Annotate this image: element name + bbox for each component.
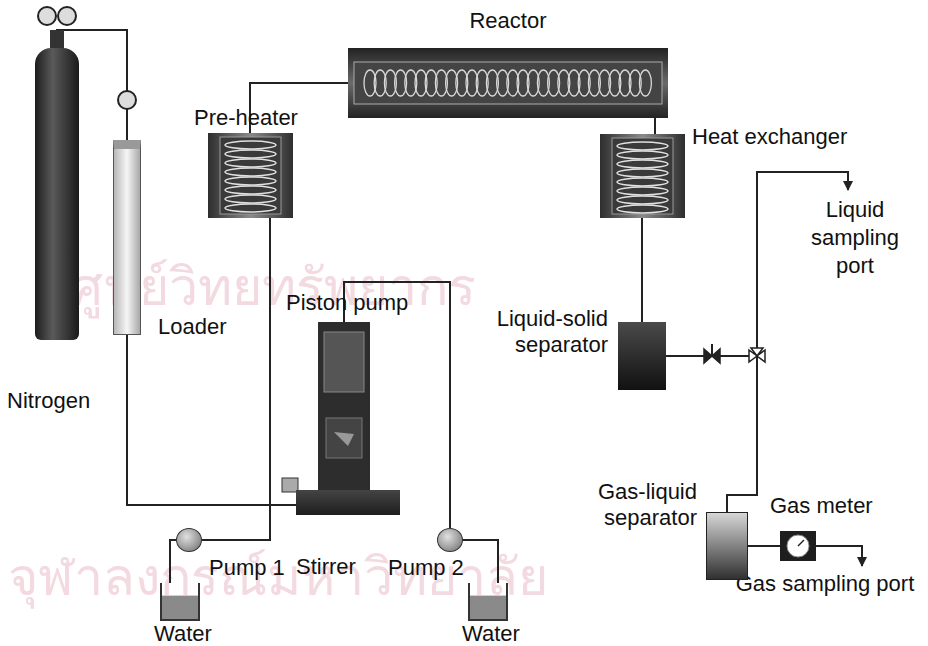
stirrer-base: Stirrer — [296, 490, 400, 515]
water-level — [162, 596, 198, 619]
equipment-label: Loader — [158, 314, 227, 340]
water-level — [470, 596, 506, 619]
coil-drawing — [348, 48, 668, 118]
gauge-stem — [126, 108, 128, 140]
equipment-label: Heat exchanger — [692, 124, 847, 150]
coil-drawing — [208, 133, 293, 218]
reactor-unit: Reactor — [348, 48, 668, 118]
pressure-gauge — [58, 7, 76, 25]
coil-turn — [617, 169, 668, 177]
inner-frame — [220, 137, 281, 214]
coil-turn — [617, 187, 668, 195]
coil-turn — [225, 186, 276, 194]
coil-turn — [225, 141, 276, 149]
equipment-label: Water — [154, 621, 212, 646]
inner-frame — [354, 62, 662, 104]
pipe-line — [463, 540, 498, 583]
pressure-gauge — [38, 7, 56, 25]
equipment-label: Pump 2 — [388, 555, 464, 581]
water-beaker: Water — [468, 583, 508, 621]
equipment-label: Piston pump — [286, 290, 408, 316]
port-label: Gas sampling port — [735, 570, 915, 598]
coil-turn — [617, 196, 668, 204]
separator-vessel: Liquid-solid separator — [618, 322, 666, 390]
water-fill — [162, 583, 198, 619]
valve-stem — [711, 344, 713, 356]
equipment-label: Gas-liquid separator — [567, 479, 697, 531]
heat-exchanger: Heat exchanger — [600, 134, 685, 218]
pump-display — [334, 432, 354, 446]
equipment-label: Reactor — [348, 8, 668, 34]
piston-pump: Piston pump — [318, 322, 370, 490]
meter-dial — [780, 531, 816, 561]
coil-turn — [617, 160, 668, 168]
pipe-line — [748, 545, 780, 547]
equipment-label: Water — [462, 621, 520, 646]
equipment-label: Pump 1 — [209, 555, 285, 581]
equipment-label: Pre-heater — [194, 105, 298, 131]
coil-turn — [617, 151, 668, 159]
pump-panel — [324, 332, 364, 392]
pump-symbol: Pump 2 — [437, 528, 463, 552]
coil-turn — [617, 178, 668, 186]
loader-tube: Loader — [113, 140, 141, 335]
pipe-line — [170, 540, 176, 583]
coil-turn — [639, 70, 651, 96]
port-label: Liquid sampling port — [805, 196, 905, 280]
preheater-unit: Pre-heater — [208, 133, 293, 218]
dial-face — [787, 535, 809, 557]
coil-turn — [225, 150, 276, 158]
pipe-line — [641, 218, 643, 322]
coil-turn — [225, 159, 276, 167]
coil-turn — [617, 142, 668, 150]
water-fill — [470, 583, 506, 619]
gas-cylinder: Nitrogen — [35, 48, 79, 340]
water-beaker: Water — [160, 583, 200, 621]
sampling-line — [816, 546, 862, 566]
regulator-body — [50, 30, 64, 48]
pump-symbol: Pump 1 — [176, 528, 202, 552]
gas-meter: Gas meter — [780, 531, 816, 561]
pipe-line — [202, 218, 270, 540]
coil-turn — [225, 177, 276, 185]
separator-vessel: Gas-liquid separator — [706, 512, 748, 580]
pump-panel — [326, 418, 362, 458]
three-way-valve — [749, 348, 765, 362]
coil-turn — [225, 204, 276, 212]
dial-needle — [798, 540, 804, 546]
coil-turn — [225, 168, 276, 176]
pressure-gauge — [118, 91, 136, 109]
equipment-label: Gas meter — [770, 493, 873, 519]
equipment-label: Nitrogen — [7, 388, 90, 414]
pump-panels — [318, 322, 370, 490]
equipment-label: Stirrer — [296, 554, 356, 580]
coil-drawing — [600, 134, 685, 218]
coil-turn — [617, 205, 668, 213]
inner-frame — [612, 138, 673, 214]
equipment-label: Liquid-solid separator — [453, 306, 608, 358]
pipe-line — [654, 118, 656, 134]
coil-turn — [225, 195, 276, 203]
